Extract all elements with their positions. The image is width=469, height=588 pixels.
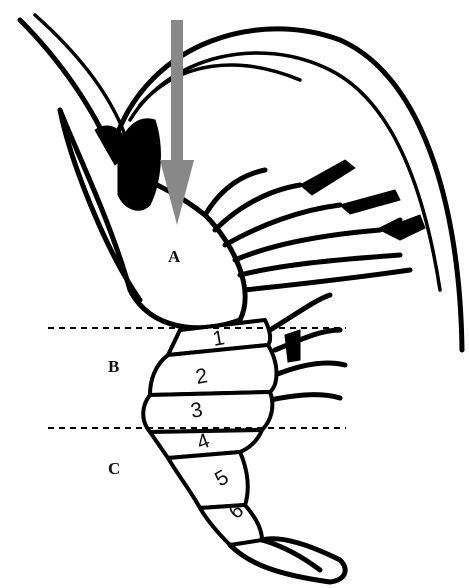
antennae [20,15,462,350]
segment-3-shape [143,392,272,432]
abdomen-segments [143,320,276,545]
rostrum [95,119,160,210]
segment-5-shape [168,452,248,508]
pleopods [270,295,345,400]
label-b: B [108,357,119,376]
telson [230,539,345,582]
label-c: C [108,459,120,478]
label-a: A [168,247,181,266]
